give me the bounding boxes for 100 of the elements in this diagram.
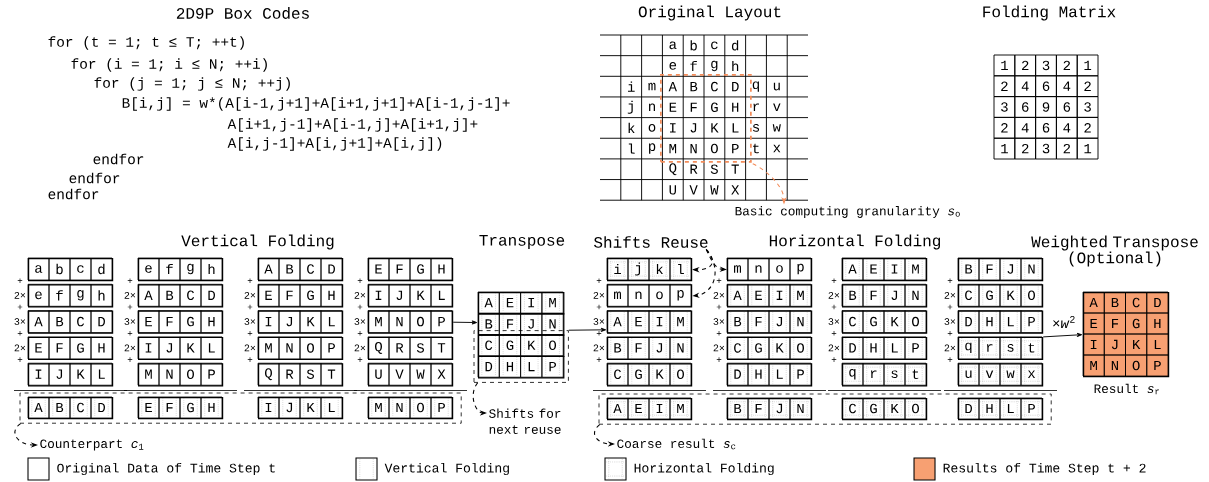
grid-cell: H xyxy=(978,310,1001,333)
grid-cell: G xyxy=(747,336,770,360)
grid-cell: A xyxy=(27,310,50,333)
plus-sign: + xyxy=(716,357,722,362)
matrix-cell: 6 xyxy=(1014,96,1037,118)
grid-cell: N xyxy=(158,362,181,386)
node-label: Result s$_{r}$ xyxy=(1094,383,1159,395)
grid-cell: C xyxy=(69,396,92,419)
cell-letter: c xyxy=(711,41,718,50)
grid-cell: J xyxy=(1103,333,1126,356)
plus-sign: + xyxy=(247,278,253,283)
grid-cell: I xyxy=(27,362,50,386)
grid-cell: N xyxy=(669,336,692,360)
matrix-cell: 4 xyxy=(1014,116,1037,139)
grid-cell: O xyxy=(1125,354,1148,377)
grid-cell: k xyxy=(648,257,671,281)
grid-cell: A xyxy=(257,257,280,281)
annotation: Basic computing granularity s$_{o}$ xyxy=(735,206,960,218)
section-title: Transpose xyxy=(479,235,565,249)
cell-strip xyxy=(841,283,928,308)
grid-cell: E xyxy=(1082,312,1105,335)
grid-cell: N xyxy=(789,310,812,333)
cell-letter: U xyxy=(669,185,676,195)
grid-cell: C xyxy=(1125,291,1148,314)
grid-cell: e xyxy=(27,283,50,307)
grid-cell: X xyxy=(430,362,453,386)
grid-cell: B xyxy=(278,257,301,281)
grid-cell: O xyxy=(789,336,812,360)
code-line: B[i,j] = w*(A[i-1,j+1]+A[i+1,j+1]+A[i-1,j-1]+ xyxy=(122,97,510,111)
grid-cell: r xyxy=(978,336,1001,360)
grid-cell: m xyxy=(606,283,629,307)
cell-letter: D xyxy=(732,82,739,92)
grid-cell: H xyxy=(320,283,343,307)
weight-label: 2× xyxy=(593,344,605,352)
grid-cell: C xyxy=(726,336,749,360)
result-grid xyxy=(1082,291,1170,378)
grid-cell: p xyxy=(669,283,692,307)
grid-cell: K xyxy=(1125,333,1148,356)
grid-cell: G xyxy=(978,283,1001,307)
cell-letter: F xyxy=(690,102,697,112)
plus-sign: + xyxy=(947,357,953,362)
grid-cell: P xyxy=(320,336,343,360)
grid-cell: P xyxy=(1020,397,1043,420)
legend-text: Horizontal Folding xyxy=(634,462,774,476)
code-line: for (t = 1; t ≤ T; ++t) xyxy=(48,36,244,50)
grid-cell: E xyxy=(257,283,280,307)
matrix-cell: 1 xyxy=(993,54,1016,77)
grid-cell: J xyxy=(48,362,71,386)
weight-label: 3× xyxy=(828,318,840,325)
grid-cell: M xyxy=(669,310,692,333)
matrix-cell: 3 xyxy=(1076,96,1099,118)
grid-cell: G xyxy=(69,336,92,360)
grid-cell: f xyxy=(48,283,71,307)
matrix-cell: 1 xyxy=(1076,137,1099,160)
grid-cell: L xyxy=(768,362,791,386)
cell-letter: j xyxy=(627,100,633,114)
grid-cell: D xyxy=(477,355,500,378)
grid-cell: B xyxy=(606,336,629,360)
grid-cell: N xyxy=(789,397,812,420)
grid-cell: g xyxy=(179,257,202,281)
grid-cell: P xyxy=(541,355,564,378)
weight-label: 3× xyxy=(354,318,366,325)
cell-strip xyxy=(606,310,693,334)
grid-cell: F xyxy=(627,336,650,360)
cell-strip xyxy=(841,310,928,334)
code-line: for (i = 1; i ≤ N; ++i) xyxy=(71,58,267,72)
grid-cell: T xyxy=(320,362,343,386)
matrix-cell: 3 xyxy=(993,96,1016,118)
grid-cell: M xyxy=(789,283,812,307)
grid-cell: R xyxy=(388,336,411,360)
section-title: Vertical Folding xyxy=(181,234,334,250)
cell-strip xyxy=(367,310,454,334)
section-title: 2D9P Box Codes xyxy=(176,7,309,19)
grid-cell: L xyxy=(320,310,343,333)
grid-cell: o xyxy=(648,283,671,307)
plus-sign: + xyxy=(17,331,23,336)
grid-cell: J xyxy=(999,257,1022,281)
grid-cell: i xyxy=(606,257,629,281)
edge-label: ×w$^{2}$ xyxy=(1050,314,1078,330)
weight-label: 2× xyxy=(713,291,725,299)
grid-cell: L xyxy=(320,396,343,419)
cell-letter: u xyxy=(773,82,780,91)
plus-sign: + xyxy=(947,331,953,336)
matrix-cell: 3 xyxy=(1035,137,1057,160)
weight-label: 3× xyxy=(944,318,956,325)
grid-cell: P xyxy=(789,362,812,386)
cell-strip xyxy=(477,334,565,358)
grid-cell: L xyxy=(90,362,113,386)
weight-label: 2× xyxy=(124,344,136,352)
grid-cell: L xyxy=(520,355,543,378)
plus-sign: + xyxy=(947,278,953,283)
cell-letter: B xyxy=(690,82,698,92)
cell-strip xyxy=(957,310,1044,334)
weight-label: 2× xyxy=(828,291,840,299)
grid-cell: h xyxy=(90,283,113,307)
legend-text: Results of Time Step t + 2 xyxy=(943,462,1146,476)
plus-sign: + xyxy=(596,278,602,283)
grid-cell: J xyxy=(648,336,671,360)
weight-label: 2× xyxy=(713,344,725,352)
weight-label: 2× xyxy=(944,344,956,352)
